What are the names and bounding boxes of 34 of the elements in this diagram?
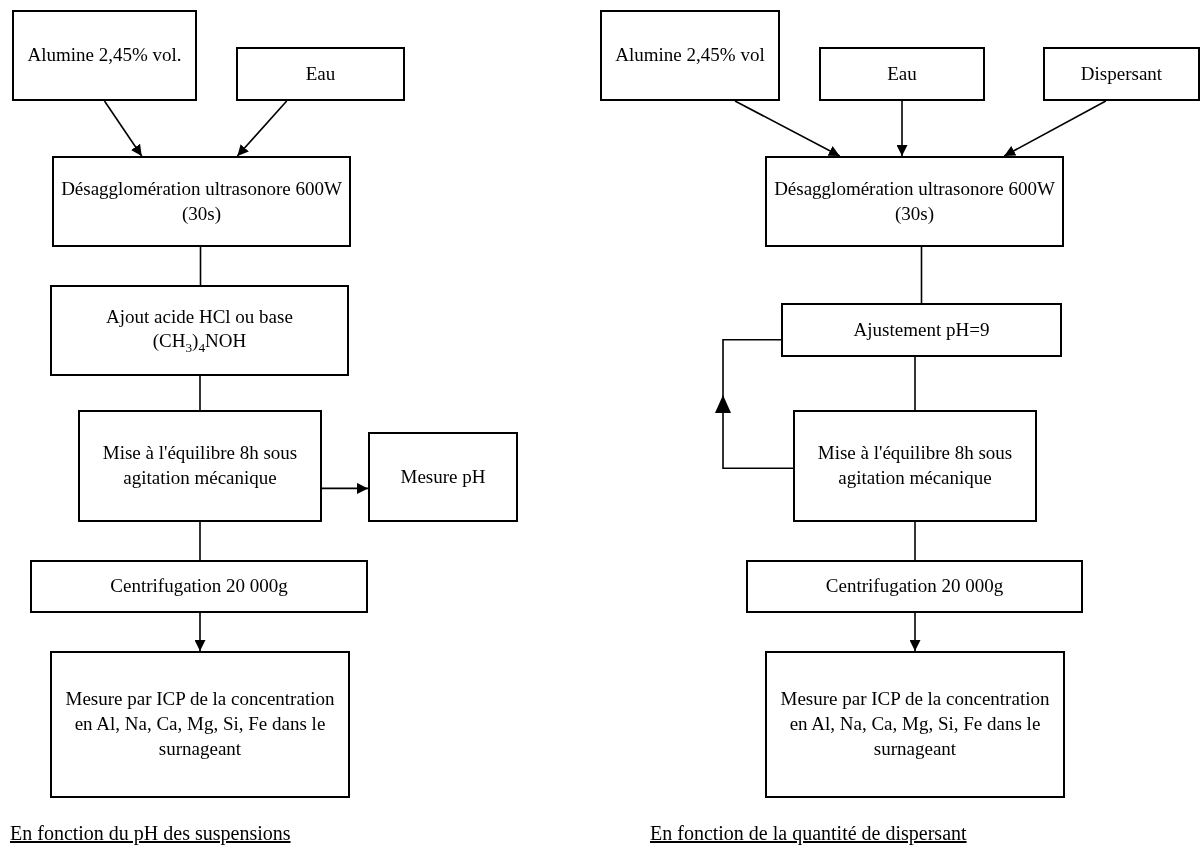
process-box xyxy=(78,410,322,522)
process-box xyxy=(12,10,197,101)
process-box xyxy=(50,651,350,798)
step-text: Centrifugation 20 000g xyxy=(825,574,1004,599)
process-box xyxy=(765,156,1064,247)
process-box xyxy=(819,47,985,101)
panel-caption: En fonction de la quantité de dispersant xyxy=(650,822,967,845)
step-text: Ajout acide HCl ou base (CH$_{3}$)$_{4}$NOH xyxy=(105,304,294,357)
step-text: Eau xyxy=(887,61,917,86)
step-text: Ajustement pH=9 xyxy=(853,317,990,342)
step-text: Désagglomération ultrasonore 600W (30s) xyxy=(773,176,1056,226)
step-text: Mesure par ICP de la concentration en Al, Na, Ca, Mg, Si, Fe dans le surnageant xyxy=(779,687,1051,761)
process-box xyxy=(52,156,351,247)
step-text: Mesure par ICP de la concentration en Al, Na, Ca, Mg, Si, Fe dans le surnageant xyxy=(64,687,336,761)
step-text: Alumine 2,45% vol xyxy=(615,43,765,68)
step-text: Eau xyxy=(305,61,336,86)
step-text: Mesure pH xyxy=(400,464,486,489)
step-text: Centrifugation 20 000g xyxy=(110,574,288,599)
process-box xyxy=(368,432,518,522)
process-box xyxy=(30,560,368,613)
step-text: Dispersant xyxy=(1080,61,1163,86)
step-text: Alumine 2,45% vol. xyxy=(27,43,182,68)
panel-caption: En fonction du pH des suspensions xyxy=(10,822,291,845)
step-text: Mise à l'équilibre 8h sous agitation mécanique xyxy=(816,441,1014,490)
process-box xyxy=(746,560,1083,613)
process-box xyxy=(1043,47,1200,101)
process-box xyxy=(793,410,1037,522)
process-box xyxy=(781,303,1062,357)
step-text: Mise à l'équilibre 8h sous agitation mécanique xyxy=(101,441,299,490)
process-box xyxy=(765,651,1065,798)
process-box xyxy=(236,47,405,101)
process-box xyxy=(50,285,349,376)
process-box xyxy=(600,10,780,101)
step-text: Désagglomération ultrasonore 600W (30s) xyxy=(60,176,343,226)
